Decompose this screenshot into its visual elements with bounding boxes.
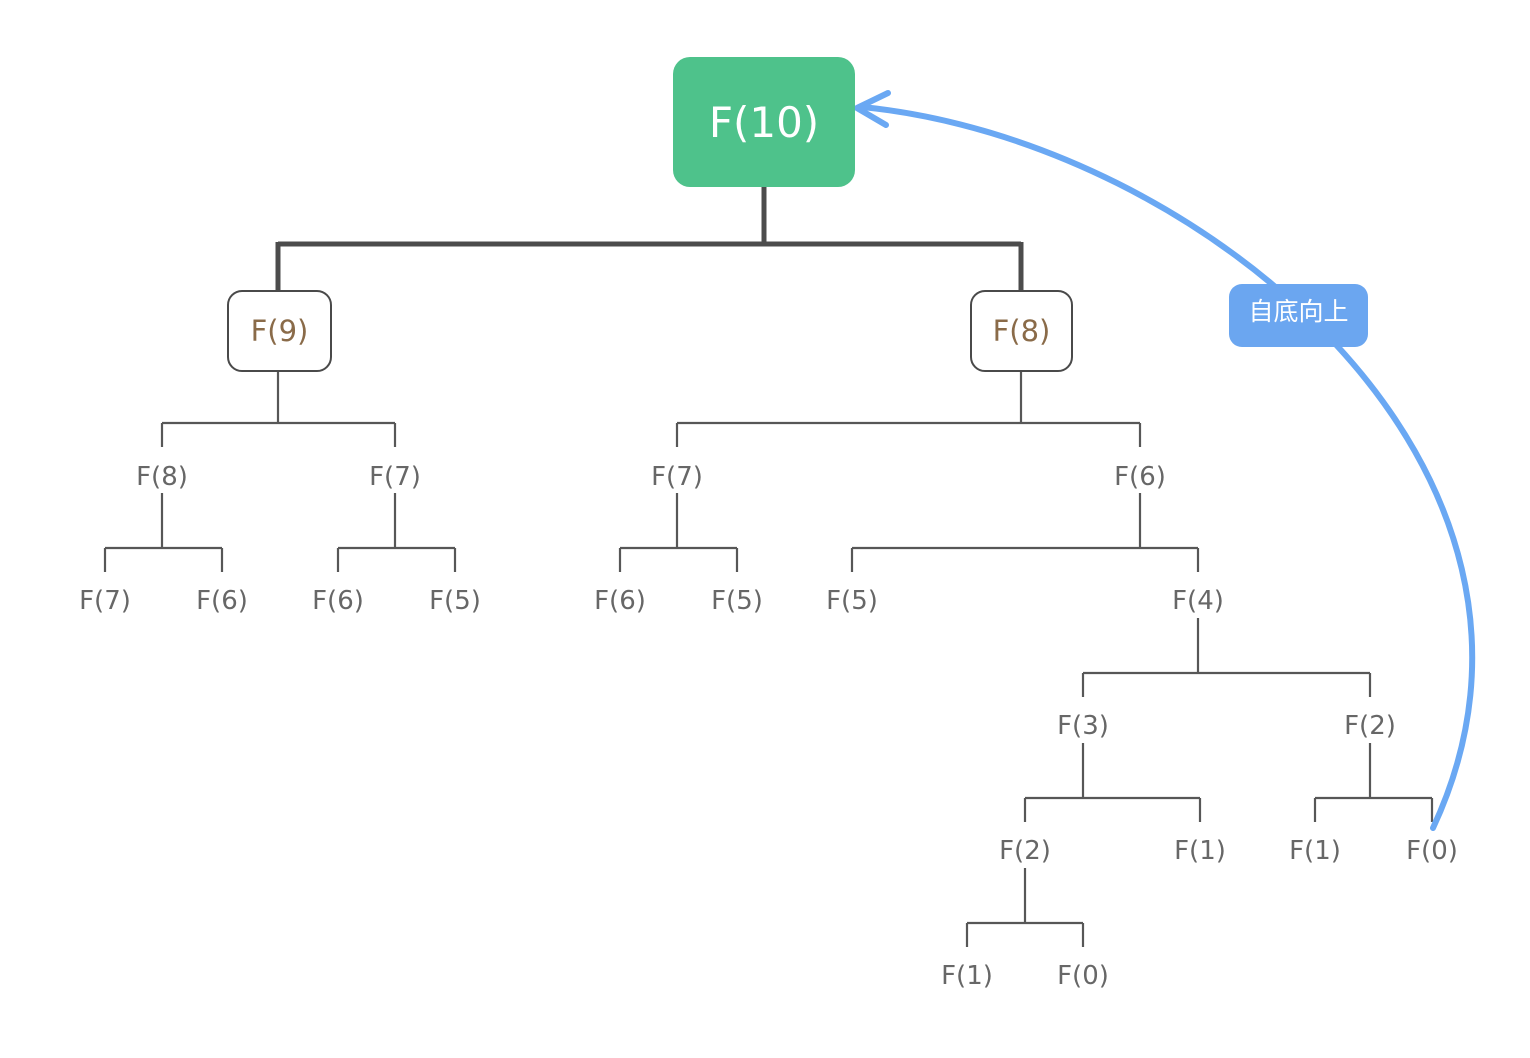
tree-node[interactable]: F(1) xyxy=(1174,836,1226,866)
tree-node-f10-root[interactable]: F(10) xyxy=(673,57,855,187)
connector-f6-edges xyxy=(850,493,1200,572)
tree-node[interactable]: F(5) xyxy=(826,586,878,616)
tree-node[interactable]: F(1) xyxy=(1289,836,1341,866)
arrow-head-icon xyxy=(854,90,891,128)
tree-node[interactable]: F(6) xyxy=(312,586,364,616)
tree-node[interactable]: F(2) xyxy=(999,836,1051,866)
connector-f7-mid-edges xyxy=(618,493,739,572)
connector-f7-left-edges xyxy=(336,493,457,572)
tree-node[interactable]: F(6) xyxy=(196,586,248,616)
tree-node[interactable]: F(8) xyxy=(136,462,188,492)
tree-node[interactable]: F(5) xyxy=(429,586,481,616)
tree-node-f8[interactable]: F(8) xyxy=(970,290,1073,372)
connector-f3-edges xyxy=(1023,743,1202,822)
tree-node[interactable]: F(0) xyxy=(1406,836,1458,866)
tree-node[interactable]: F(6) xyxy=(1114,462,1166,492)
connector-f9-edges xyxy=(160,371,397,447)
tree-node[interactable]: F(1) xyxy=(941,961,993,991)
tree-node[interactable]: F(4) xyxy=(1172,586,1224,616)
tree-node[interactable]: F(6) xyxy=(594,586,646,616)
connector-f8box-edges xyxy=(675,371,1142,447)
connector-f8-edges xyxy=(103,493,224,572)
connector-root-edges xyxy=(275,187,1024,291)
tree-node[interactable]: F(5) xyxy=(711,586,763,616)
tree-node-f9[interactable]: F(9) xyxy=(227,290,332,372)
tree-node[interactable]: F(7) xyxy=(79,586,131,616)
tree-node[interactable]: F(2) xyxy=(1344,711,1396,741)
connector-f2-left-edges xyxy=(965,868,1085,947)
tree-node[interactable]: F(7) xyxy=(651,462,703,492)
tree-node[interactable]: F(3) xyxy=(1057,711,1109,741)
tree-node[interactable]: F(0) xyxy=(1057,961,1109,991)
connector-f2-right-edges xyxy=(1313,743,1434,822)
bottom-up-annotation[interactable]: 自底向上 xyxy=(1229,284,1368,347)
tree-node[interactable]: F(7) xyxy=(369,462,421,492)
connector-f4-edges xyxy=(1081,618,1372,697)
